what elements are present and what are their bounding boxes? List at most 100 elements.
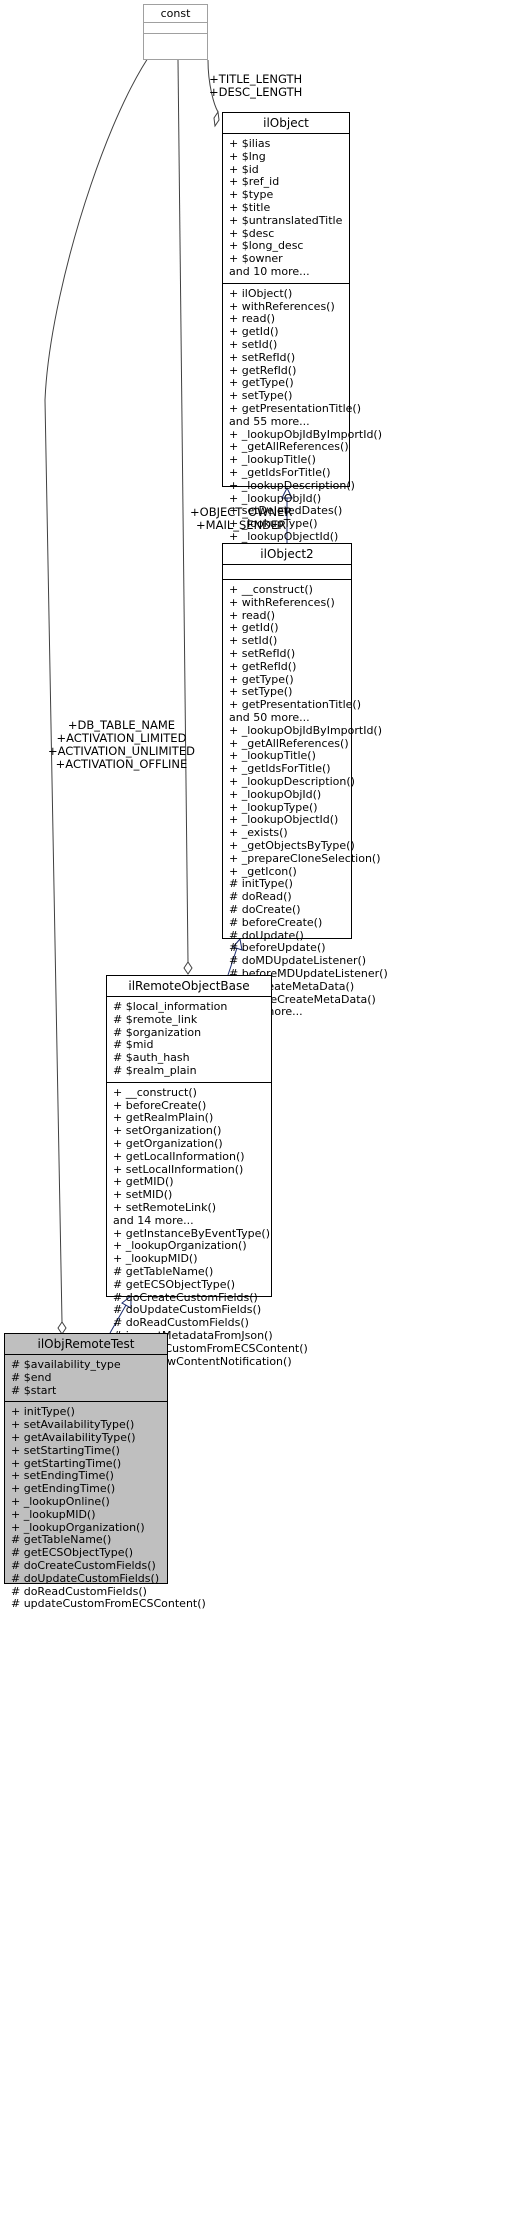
method-row: + _getIcon() [229, 864, 297, 878]
method-row: + setId() [229, 634, 278, 648]
edge-label-line: +ACTIVATION_LIMITED [56, 731, 187, 745]
method-row: + setAvailabilityType() [11, 1418, 135, 1432]
method-row: + ilObject() [229, 286, 293, 300]
method-row: + getPresentationTitle() [229, 401, 362, 415]
method-row: + beforeCreate() [113, 1098, 207, 1112]
method-row: + setEndingTime() [11, 1469, 114, 1483]
method-row: # updateCustomFromECSContent() [11, 1597, 206, 1611]
method-row: + _lookupOrganization() [11, 1520, 145, 1534]
attribute-row: and 10 more... [229, 264, 310, 278]
method-row: + setMID() [113, 1188, 173, 1202]
edge-label-line: +DESC_LENGTH [209, 85, 303, 99]
method-row: + _lookupObjId() [229, 787, 322, 801]
method-row: + getLocalInformation() [113, 1149, 245, 1163]
edge-label-db-activation: +DB_TABLE_NAME+ACTIVATION_LIMITED+ACTIVA… [48, 719, 195, 771]
attribute-row: # $local_information [113, 1000, 228, 1013]
method-row: # getECSObjectType() [113, 1277, 236, 1291]
method-row: # doCreate() [229, 902, 301, 916]
class-box-ilobject[interactable]: ilObject + $ilias+ $lng+ $id+ $ref_id+ $… [222, 112, 382, 568]
method-row: + initType() [11, 1405, 75, 1419]
method-row: # getTableName() [11, 1533, 112, 1547]
edge-label-line: +OBJECT_OWNER [190, 505, 293, 519]
edge-label-line: +ACTIVATION_UNLIMITED [48, 744, 195, 758]
attribute-row: + $owner [229, 252, 283, 266]
method-row: + getEndingTime() [11, 1482, 116, 1496]
class-attributes-ilobject2 [223, 565, 351, 580]
class-box-ilobjremotetest[interactable]: ilObjRemoteTest # $availability_type# $e… [4, 1333, 206, 1610]
method-row: # doRead() [229, 890, 292, 904]
method-row: + _getObjectsByType() [229, 838, 355, 852]
attribute-row: # $availability_type [11, 1358, 121, 1371]
method-row: + _lookupDescription() [229, 478, 355, 492]
attribute-row: + $id [229, 162, 259, 176]
edge-label-line: +ACTIVATION_OFFLINE [55, 757, 188, 771]
aggregation-diamond-ilremoteobjectbase [183, 961, 193, 975]
method-row: # doCreateCustomFields() [11, 1558, 156, 1572]
attribute-row: # $start [11, 1383, 57, 1397]
attribute-row: + $long_desc [229, 239, 304, 253]
method-row: + getId() [229, 325, 279, 339]
method-row: and 55 more... [229, 414, 310, 428]
method-row: + __construct() [113, 1085, 197, 1099]
class-title-const: const [144, 5, 207, 23]
method-row: # beforeUpdate() [229, 941, 326, 955]
class-title-ilremoteobjectbase: ilRemoteObjectBase [107, 976, 271, 997]
method-row: + _getIdsForTitle() [229, 762, 331, 776]
method-row: + _exists() [229, 826, 288, 840]
method-row: # doReadCustomFields() [113, 1316, 249, 1330]
attribute-row: + $title [229, 200, 271, 214]
method-row: + getPresentationTitle() [229, 698, 362, 712]
class-methods-const [144, 34, 207, 52]
class-box-ilobject2[interactable]: ilObject2 + __construct()+ withReference… [222, 543, 388, 1018]
class-attributes-ilremoteobjectbase: # $local_information# $remote_link# $org… [107, 997, 271, 1083]
method-row: + _lookupObjectId() [229, 529, 339, 543]
method-row: + getMID() [113, 1175, 174, 1189]
method-row: + _lookupOnline() [11, 1494, 110, 1508]
class-attributes-const [144, 23, 207, 34]
method-row: + _lookupObjId() [229, 491, 322, 505]
attribute-row: # $end [11, 1370, 52, 1384]
method-row: + setOrganization() [113, 1124, 222, 1138]
method-row: # doUpdateCustomFields() [11, 1571, 160, 1585]
class-box-ilremoteobjectbase[interactable]: ilRemoteObjectBase # $local_information#… [106, 975, 308, 1367]
method-row: + setStartingTime() [11, 1443, 120, 1457]
class-attributes-ilobjremotetest: # $availability_type# $end# $start [5, 1355, 167, 1403]
edge-label-title-desc: +TITLE_LENGTH+DESC_LENGTH [209, 73, 302, 99]
method-row: + getAvailabilityType() [11, 1430, 136, 1444]
method-row: + _lookupDescription() [229, 774, 355, 788]
class-methods-ilobjremotetest: + initType()+ setAvailabilityType()+ get… [5, 1402, 206, 1615]
class-attributes-ilobject: + $ilias+ $lng+ $id+ $ref_id+ $type+ $ti… [223, 134, 349, 284]
method-row: + _lookupObjIdByImportId() [229, 723, 383, 737]
method-row: # getECSObjectType() [11, 1546, 134, 1560]
method-row: # initType() [229, 877, 293, 891]
method-row: and 14 more... [113, 1213, 194, 1227]
class-box-const[interactable]: const [143, 4, 208, 60]
method-row: + _getAllReferences() [229, 736, 349, 750]
method-row: # getTableName() [113, 1264, 214, 1278]
method-row: + _lookupType() [229, 800, 318, 814]
method-row: # beforeCreate() [229, 915, 323, 929]
method-row: + setRefId() [229, 350, 296, 364]
method-row: # doUpdateCustomFields() [113, 1303, 262, 1317]
attribute-row: # $remote_link [113, 1012, 198, 1026]
method-row: and 50 more... [229, 710, 310, 724]
method-row: + _lookupMID() [113, 1252, 198, 1266]
class-title-ilobjremotetest: ilObjRemoteTest [5, 1334, 167, 1355]
class-methods-ilremoteobjectbase: + __construct()+ beforeCreate()+ getReal… [107, 1083, 308, 1373]
attribute-row: + $ilias [229, 137, 271, 150]
edge-label-line: +MAIL_SENDER [196, 518, 287, 532]
attribute-row: # $realm_plain [113, 1063, 197, 1077]
method-row: + getRefId() [229, 659, 297, 673]
edge-label-line: +TITLE_LENGTH [209, 72, 303, 86]
method-row: + withReferences() [229, 595, 335, 609]
attribute-row: + $type [229, 188, 274, 202]
method-row: + _lookupObjectId() [229, 813, 339, 827]
class-title-ilobject: ilObject [223, 113, 349, 134]
edge-const-ilremoteobjectbase [177, 59, 189, 963]
method-row: + _getIdsForTitle() [229, 465, 331, 479]
method-row: + __construct() [229, 583, 313, 596]
method-row: + setDeletedDates() [229, 504, 343, 518]
attribute-row: + $untranslatedTitle [229, 213, 343, 227]
method-row: + _lookupTitle() [229, 453, 316, 467]
method-row: # doReadCustomFields() [11, 1584, 147, 1598]
